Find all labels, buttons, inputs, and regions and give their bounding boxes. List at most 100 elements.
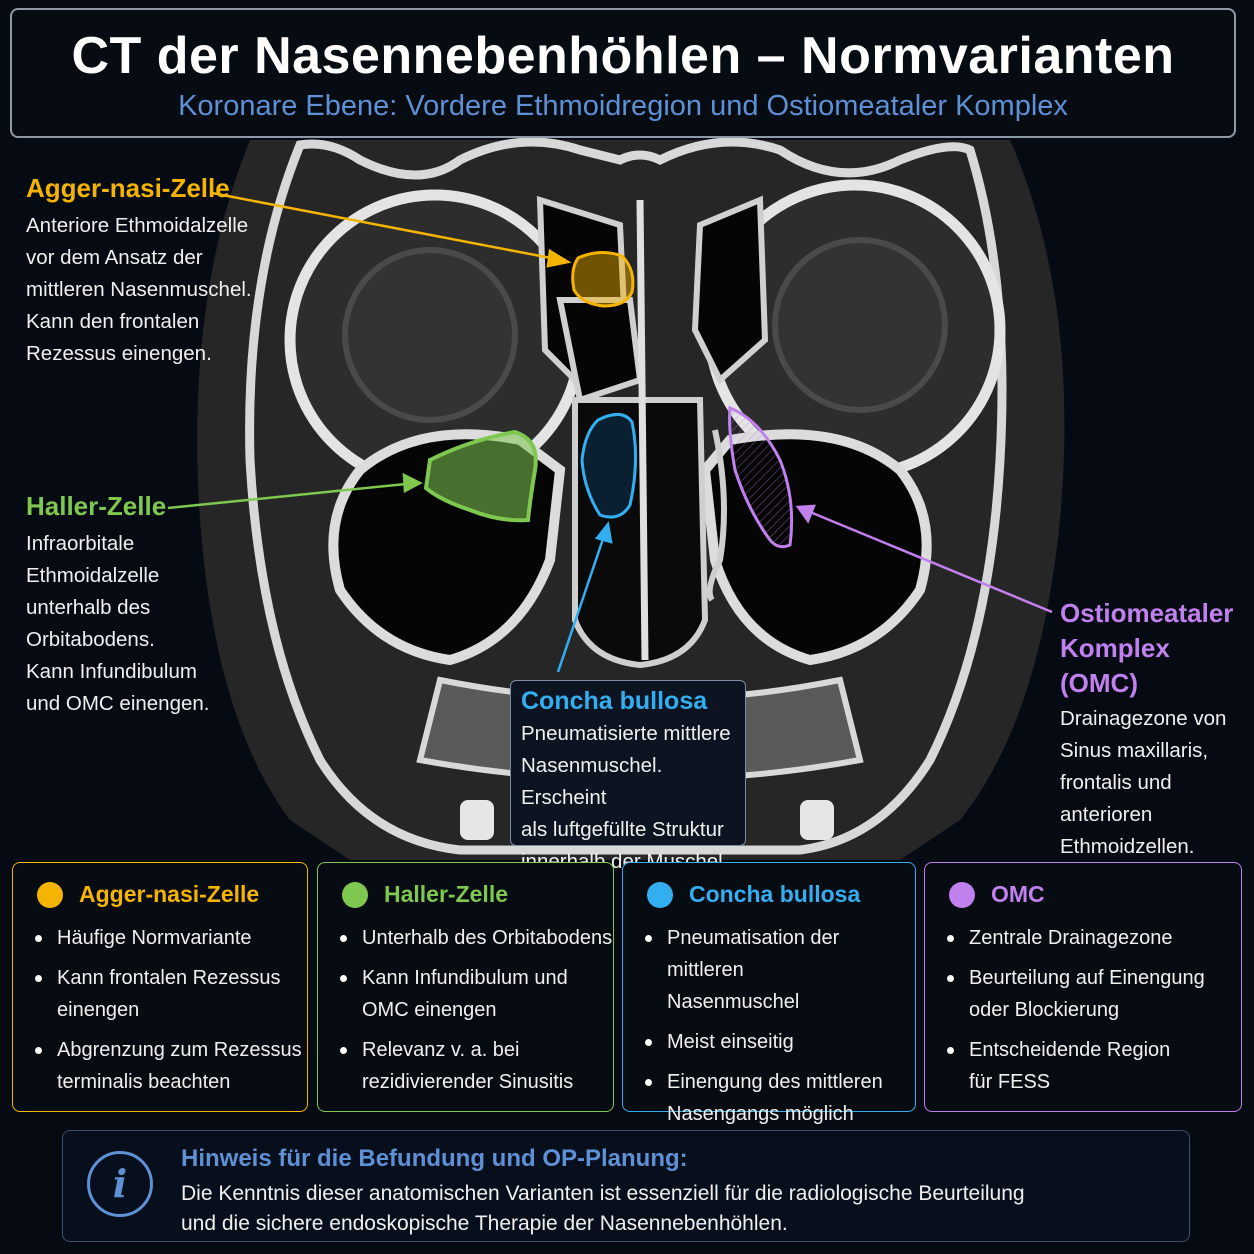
note-text: Die Kenntnis dieser anatomischen Variant… [181,1179,1171,1239]
haller-arrow [167,472,423,510]
card-agger: Agger-nasi-Zelle Häufige Normvariante Ka… [12,862,308,1112]
list-item: Zentrale Drainagezone [947,922,1241,954]
list-item: Abgrenzung zum Rezessus terminalis beacht… [35,1034,307,1098]
note-panel: i Hinweis für die Befundung und OP-Planu… [62,1130,1190,1242]
omc-line: anterioren [1060,803,1153,826]
omc-outline [728,405,794,549]
concha-label: Concha bullosa Pneumatisierte mittlere N… [510,680,746,873]
list-item: Unterhalb des Orbitabodens [340,922,613,954]
agger-label-text: Anteriore Ethmoidalzelle vor dem Ansatz … [26,210,252,370]
item-line: Nasenmuschel [667,991,800,1013]
item-line: Beurteilung auf Einengung [969,967,1205,989]
concha-line: als luftgefüllte Struktur [521,818,724,841]
right-orbit [704,179,1006,481]
item-line: Relevanz v. a. bei [362,1039,520,1061]
agger-line: Anteriore Ethmoidalzelle [26,214,249,237]
omc-line: Drainagezone von [1060,707,1227,730]
item-line: für FESS [969,1071,1051,1093]
agger-label: Agger-nasi-Zelle Anteriore Ethmoidalzell… [26,173,252,370]
list-item: Meist einseitig [645,1026,915,1058]
card-haller-title: Haller-Zelle [384,881,508,907]
item-line: Entscheidende Region [969,1039,1171,1061]
card-agger-header: Agger-nasi-Zelle [35,881,307,908]
teeth [460,800,834,840]
item-line: Häufige Normvariante [57,927,252,949]
list-item: Häufige Normvariante [35,922,307,954]
item-line: Kann frontalen Rezessus [57,967,281,989]
concha-arrow [556,521,613,673]
note-title: Hinweis für die Befundung und OP-Planung… [181,1145,688,1172]
item-line: oder Blockierung [969,999,1120,1021]
haller-cell-outline [423,429,538,523]
item-line: terminalis beachten [57,1071,231,1093]
item-line: Pneumatisation der mittleren [667,927,840,981]
concha-line: Pneumatisierte mittlere [521,722,731,745]
haller-line: und OMC einengen. [26,692,210,715]
item-line: Abgrenzung zum Rezessus [57,1039,302,1061]
note-line: Die Kenntnis dieser anatomischen Variant… [181,1182,1025,1205]
card-concha: Concha bullosa Pneumatisation der mittle… [622,862,916,1125]
item-line: Unterhalb des Orbitabodens [362,927,613,949]
haller-label: Haller-Zelle Infraorbitale Ethmoidalzell… [26,491,209,720]
list-item: Entscheidende Region für FESS [947,1034,1241,1098]
info-icon: i [87,1151,153,1217]
omc-label-text: Drainagezone von Sinus maxillaris, front… [1060,703,1254,863]
agger-label-title: Agger-nasi-Zelle [26,173,230,203]
item-line: Kann Infundibulum und [362,967,568,989]
omc-arrow [795,504,1053,614]
title-panel: CT der Nasennebenhöhlen – Normvarianten … [10,8,1236,138]
concha-line: Nasenmuschel. Erscheint [521,754,663,809]
ethmoid-cells [536,195,769,404]
omc-title-line: Ostiomeataler [1060,598,1234,628]
list-item: Beurteilung auf Einengung oder Blockierun… [947,962,1241,1026]
card-agger-title: Agger-nasi-Zelle [79,881,260,907]
agger-line: Rezessus einengen. [26,342,212,365]
omc-line: frontalis und [1060,771,1172,794]
omc-label-title: Ostiomeataler Komplex (OMC) [1060,596,1254,701]
agger-line: vor dem Ansatz der [26,246,203,269]
list-item: Relevanz v. a. bei rezidivierender Sinusi… [340,1034,613,1098]
agger-nasi-cell-outline [571,251,635,308]
omc-title-line: Komplex (OMC) [1060,633,1170,698]
right-middle-turbinate [706,429,727,602]
concha-label-text: Pneumatisierte mittlere Nasenmuschel. Er… [521,718,745,878]
omc-line: Ethmoidzellen. [1060,835,1195,858]
card-omc-list: Zentrale Drainagezone Beurteilung auf Ei… [947,922,1241,1098]
card-haller-header: Haller-Zelle [340,881,613,908]
list-item: Kann frontalen Rezessus einengen [35,962,307,1026]
yellow-dot-icon [37,881,63,908]
card-omc: OMC Zentrale Drainagezone Beurteilung au… [924,862,1242,1112]
card-omc-header: OMC [947,881,1241,908]
nasal-septum [636,199,649,661]
item-line: Einengung des mittleren [667,1071,883,1093]
concha-label-title: Concha bullosa [521,687,708,715]
page-subtitle: Koronare Ebene: Vordere Ethmoidregion un… [178,90,1068,122]
omc-line: Sinus maxillaris, [1060,739,1209,762]
haller-line: Ethmoidalzelle [26,564,160,587]
item-line: Nasengangs möglich [667,1103,854,1125]
haller-line: Orbitabodens. [26,628,155,651]
haller-line: Infraorbitale [26,532,135,555]
green-dot-icon [342,881,368,908]
item-line: rezidivierender Sinusitis [362,1071,574,1093]
concha-bullosa-outline [580,413,638,519]
note-line: und die sichere endoskopische Therapie d… [181,1212,788,1235]
haller-line: Kann Infundibulum [26,660,197,683]
item-line: OMC einengen [362,999,497,1021]
card-agger-list: Häufige Normvariante Kann frontalen Reze… [35,922,307,1098]
haller-line: unterhalb des [26,596,151,619]
agger-line: mittleren Nasenmuschel. [26,278,252,301]
card-concha-header: Concha bullosa [645,881,915,908]
item-line: Meist einseitig [667,1031,794,1053]
omc-label: Ostiomeataler Komplex (OMC) Drainagezone… [1060,596,1254,863]
item-line: einengen [57,999,140,1021]
blue-dot-icon [647,881,673,908]
card-haller: Haller-Zelle Unterhalb des Orbitabodens … [317,862,614,1112]
haller-label-text: Infraorbitale Ethmoidalzelle unterhalb d… [26,528,209,720]
page-title: CT der Nasennebenhöhlen – Normvarianten [71,27,1175,85]
